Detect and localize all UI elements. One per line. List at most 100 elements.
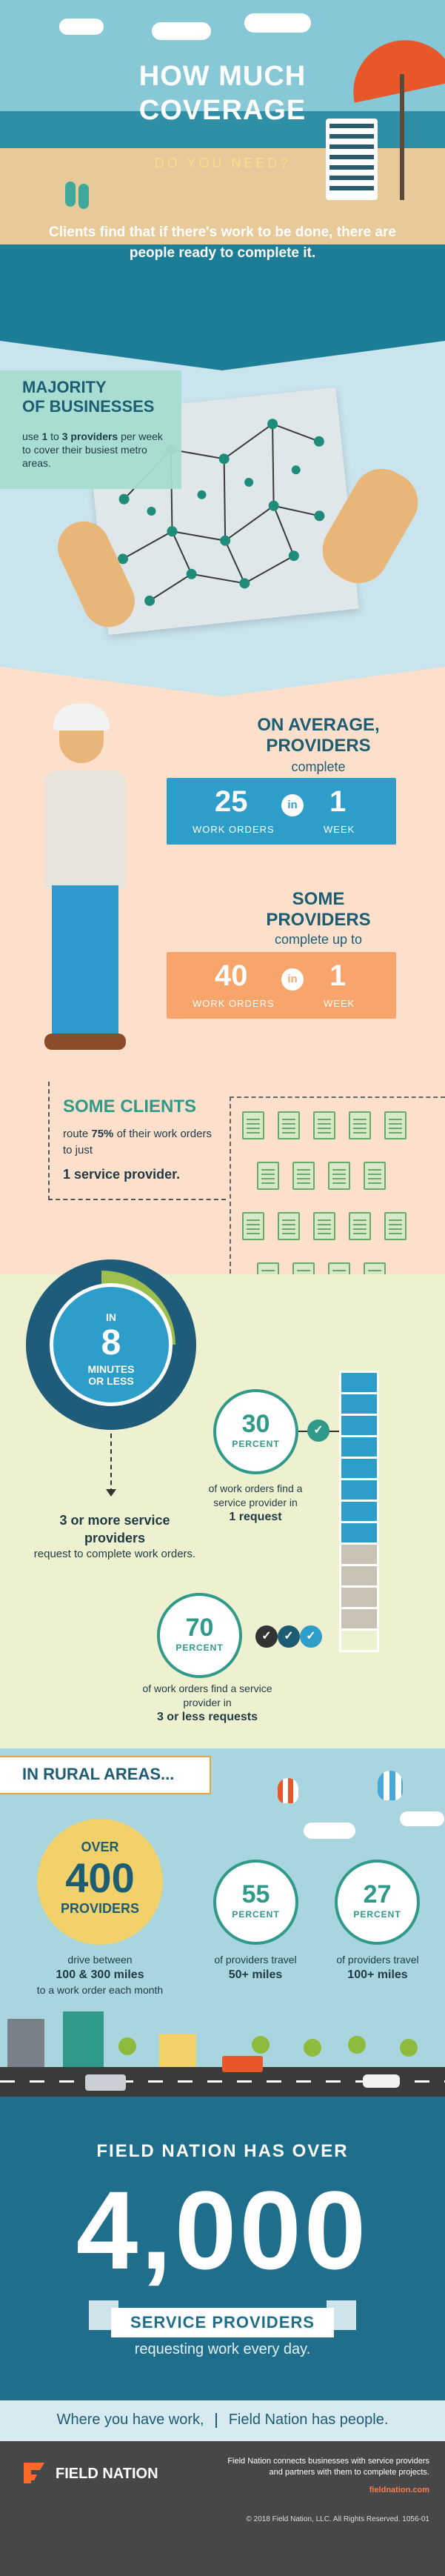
cloud-icon <box>400 1811 444 1826</box>
flipflop-icon <box>65 182 76 207</box>
hard-hat-icon <box>53 704 110 730</box>
tagline-divider <box>215 2412 218 2428</box>
average-left-num: 25 <box>215 785 248 818</box>
footer-copy: © 2018 Field Nation, LLC. All Rights Res… <box>246 2515 429 2523</box>
car-icon <box>363 2074 400 2088</box>
stat70-num: 70 <box>185 1614 214 1642</box>
majority-rest: per week to cover their busiest metro ar… <box>22 430 163 469</box>
check-icon: ✓ <box>307 1420 329 1442</box>
tree-icon <box>252 2036 270 2054</box>
clients-title: SOME CLIENTS <box>63 1096 197 1116</box>
tagline: Where you have work, Field Nation has pe… <box>0 2412 445 2429</box>
work-order-icon <box>278 1212 300 1240</box>
stat27-circle: 27 PERCENT <box>335 1860 420 1945</box>
section-arrow <box>0 341 445 370</box>
majority-callout <box>0 370 181 489</box>
majority-to: to <box>50 430 59 442</box>
stat70-strong: 3 or less requests <box>156 1711 258 1723</box>
request-cell <box>341 1502 377 1523</box>
footer-desc: Field Nation connects businesses with se… <box>227 2457 429 2477</box>
hot-air-balloon-icon <box>378 1771 403 1800</box>
stat55-strong: 50+ miles <box>228 1968 283 1981</box>
stat30-strong: 1 request <box>229 1511 282 1523</box>
average-sub: complete <box>291 759 346 774</box>
tree-icon <box>118 2037 136 2055</box>
cloud-icon <box>59 19 104 35</box>
check-icon: ✓ <box>255 1625 278 1648</box>
request-cell <box>341 1459 377 1480</box>
stat27-num: 27 <box>363 1880 392 1908</box>
request-cell <box>341 1373 377 1394</box>
three-more-rest: request to complete work orders. <box>33 1548 196 1560</box>
request-cell <box>341 1566 377 1588</box>
tree-icon <box>348 2036 366 2054</box>
stat55-desc: of providers travel 50+ miles <box>196 1952 315 1983</box>
average-right-num: 1 <box>329 785 347 818</box>
clients-strong: 1 service provider. <box>63 1167 181 1182</box>
hero-subtitle: DO YOU NEED? <box>154 156 291 170</box>
dashed-connector <box>110 1434 112 1493</box>
work-order-icon <box>242 1212 264 1240</box>
work-order-icon <box>328 1162 350 1190</box>
clock-num: 8 <box>101 1323 121 1362</box>
arrow-down-icon <box>106 1489 116 1497</box>
average-left-cap: WORK ORDERS <box>193 824 275 835</box>
work-order-icon <box>313 1111 335 1139</box>
rural-over-label: PROVIDERS <box>60 1901 140 1916</box>
work-order-icon <box>292 1162 315 1190</box>
fn-ribbon: SERVICE PROVIDERS <box>111 2308 334 2337</box>
stat70-desc-text: of work orders find a service provider i… <box>142 1683 272 1708</box>
request-cell <box>341 1480 377 1502</box>
work-order-icon <box>349 1111 371 1139</box>
rural-over-desc: drive between 100 & 300 miles to a work … <box>11 1952 189 1997</box>
clients-text-a: route <box>63 1128 89 1140</box>
building-icon <box>7 2019 44 2067</box>
field-nation-logo-icon <box>21 2460 47 2486</box>
stat30-num: 30 <box>241 1410 270 1438</box>
clock-or-less: OR LESS <box>88 1375 134 1387</box>
some-providers-right-cap: WEEK <box>324 998 355 1009</box>
some-providers-heading-line2: PROVIDERS <box>266 910 371 930</box>
stat27-strong: 100+ miles <box>347 1968 408 1981</box>
work-order-icon <box>278 1111 300 1139</box>
majority-title: MAJORITY OF BUSINESSES <box>22 378 154 416</box>
work-order-icon <box>313 1212 335 1240</box>
field-nation-section <box>0 2097 445 2412</box>
rural-over-desc-text: drive between <box>67 1954 133 1966</box>
beach-chair-icon <box>326 119 378 200</box>
road-line <box>0 2080 445 2083</box>
tagline-left: Where you have work, <box>56 2412 204 2428</box>
tagline-bar <box>0 2400 445 2441</box>
hero-title: HOW MUCH COVERAGE <box>0 59 445 127</box>
stat30-desc-text: of work orders find a service provider i… <box>208 1482 303 1508</box>
three-more-text: 3 or more service providers request to c… <box>30 1511 200 1562</box>
rural-tag <box>0 1756 211 1794</box>
umbrella-pole-icon <box>400 74 404 200</box>
flipflop-icon <box>78 184 89 209</box>
fn-num: 4,000 <box>76 2168 369 2292</box>
request-cell <box>341 1437 377 1459</box>
stat55-desc-text: of providers travel <box>214 1954 297 1966</box>
intro-banner <box>0 244 445 356</box>
field-nation-logo-text: FIELD NATION <box>56 2466 158 2482</box>
hero-section: HOW MUCH COVERAGE DO YOU NEED? <box>0 0 445 244</box>
some-providers-in: in <box>281 968 304 991</box>
hot-air-balloon-icon <box>278 1778 298 1803</box>
cloud-icon <box>304 1823 355 1839</box>
footer <box>0 2441 445 2576</box>
footer-url[interactable]: fieldnation.com <box>369 2486 429 2495</box>
rural-over-num: 400 <box>65 1854 135 1901</box>
work-order-icon <box>384 1111 406 1139</box>
rural-over-strong: 100 & 300 miles <box>56 1968 144 1981</box>
stat70-desc: of work orders find a service provider i… <box>133 1682 281 1724</box>
over-400-circle: OVER 400 PROVIDERS <box>37 1819 163 1945</box>
some-providers-sub: complete up to <box>274 932 363 947</box>
request-cell <box>341 1545 377 1566</box>
fn-over: FIELD NATION HAS OVER <box>96 2141 349 2161</box>
average-right-cap: WEEK <box>324 824 355 835</box>
stat27-label: PERCENT <box>353 1909 401 1920</box>
van-icon <box>85 2074 126 2091</box>
average-stat-bar: 25 WORK ORDERS in 1 WEEK <box>167 778 396 845</box>
request-cell <box>341 1523 377 1545</box>
stat55-label: PERCENT <box>232 1909 280 1920</box>
